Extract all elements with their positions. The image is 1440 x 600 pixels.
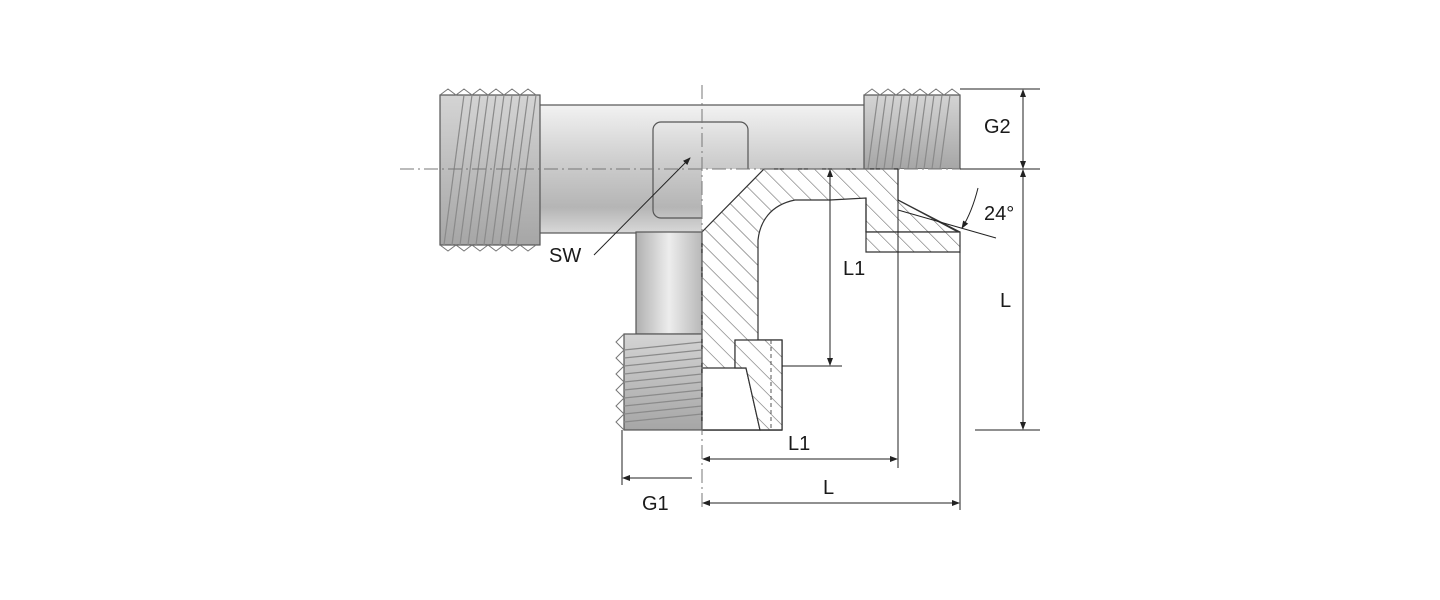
bottom-thread bbox=[615, 333, 703, 431]
label-angle: 24° bbox=[984, 203, 1014, 225]
sw-leader bbox=[593, 157, 691, 256]
right-thread bbox=[863, 88, 961, 170]
label-l-horizontal: L bbox=[823, 477, 834, 499]
label-l1-vertical: L1 bbox=[843, 258, 865, 280]
label-l-vertical: L bbox=[1000, 290, 1011, 312]
label-sw: SW bbox=[549, 245, 581, 267]
cross-section bbox=[701, 168, 961, 431]
label-g2: G2 bbox=[984, 116, 1011, 138]
label-g1: G1 bbox=[642, 493, 669, 515]
body-stem bbox=[635, 231, 703, 335]
left-thread bbox=[439, 88, 541, 252]
angle-arc bbox=[961, 187, 979, 229]
label-l1-horizontal: L1 bbox=[788, 433, 810, 455]
